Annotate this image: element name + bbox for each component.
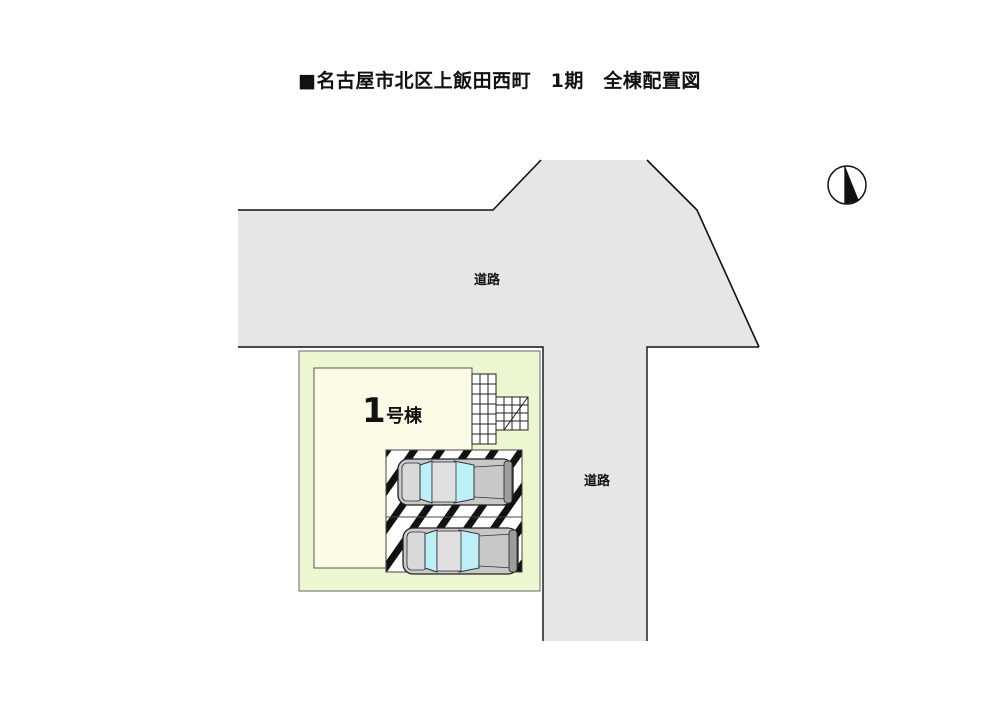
car-icon xyxy=(402,527,519,575)
north-arrow-icon xyxy=(827,165,867,205)
page-title: ■名古屋市北区上飯田西町 1期 全棟配置図 xyxy=(298,70,701,92)
road-label-east: 道路 xyxy=(584,473,611,489)
car-icon xyxy=(397,458,514,506)
building-number: 1 xyxy=(362,391,386,431)
road-label-north: 道路 xyxy=(474,272,501,288)
stair-grid-icon xyxy=(471,373,529,445)
building-label: 号棟 xyxy=(386,405,423,427)
road-area xyxy=(238,159,760,641)
